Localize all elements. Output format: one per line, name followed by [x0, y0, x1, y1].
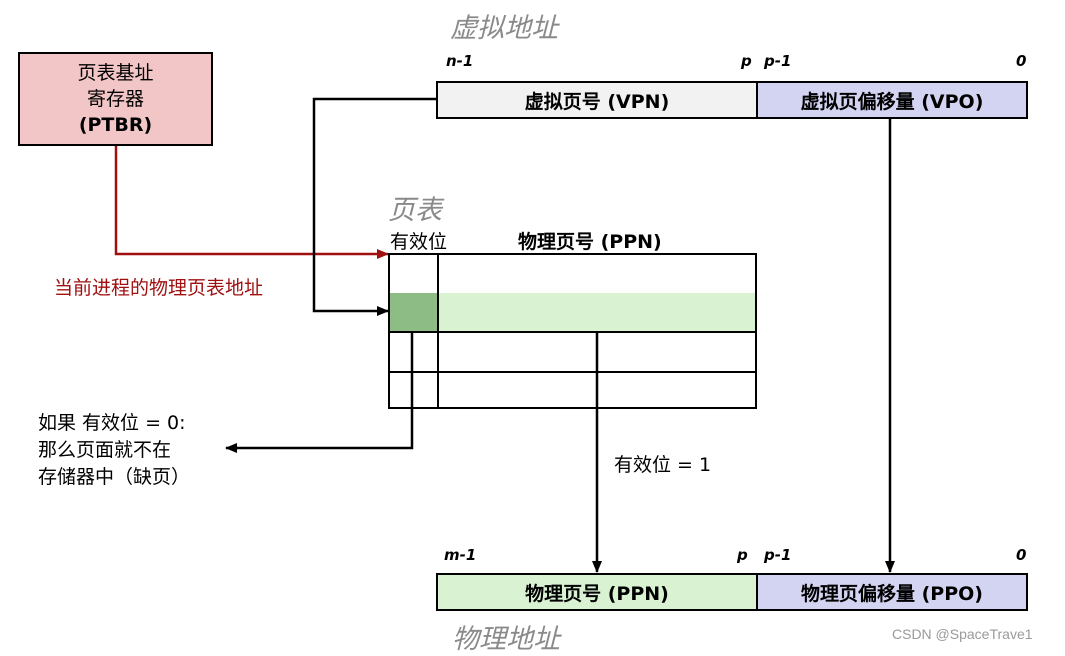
page-table-row-3 — [390, 333, 755, 373]
page-fault-line-3: 存储器中（缺页） — [38, 466, 191, 488]
valid-bit-cell — [390, 255, 439, 293]
current-page-table-address-label: 当前进程的物理页表地址 — [54, 277, 264, 299]
physical-address-heading: 物理地址 — [452, 624, 560, 655]
virtual-address-heading: 虚拟地址 — [450, 13, 558, 44]
valid-one-label: 有效位 = 1 — [614, 454, 712, 476]
page-table-heading: 页表 — [388, 195, 442, 226]
page-table-row-4 — [390, 371, 755, 407]
vpo-label: 虚拟页偏移量 (VPO) — [800, 90, 984, 113]
ppn-box: 物理页号 (PPN) — [436, 573, 758, 611]
page-fault-note: 如果 有效位 = 0: 那么页面就不在 存储器中（缺页） — [38, 410, 190, 491]
vpn-label: 虚拟页号 (VPN) — [524, 90, 670, 113]
valid-bit-cell-active — [390, 293, 439, 331]
ptbr-line-2: 寄存器 — [86, 88, 144, 110]
page-fault-line-1: 如果 有效位 = 0: — [38, 412, 186, 434]
ptbr-box: 页表基址 寄存器 (PTBR) — [18, 52, 213, 146]
ppn-header: 物理页号 (PPN) — [518, 231, 662, 253]
valid-bit-cell — [390, 371, 439, 407]
pa-bit-label-zero: 0 — [1016, 546, 1027, 564]
page-table-row-1 — [390, 255, 755, 295]
ppo-label: 物理页偏移量 (PPO) — [801, 582, 983, 605]
ptbr-arrow — [114, 146, 389, 259]
va-bit-label-p-minus-1: p-1 — [764, 52, 792, 70]
va-bit-label-zero: 0 — [1016, 52, 1027, 70]
vpn-index-arrow — [312, 97, 437, 316]
pa-bit-label-p-minus-1: p-1 — [764, 546, 792, 564]
valid-bit-cell — [390, 333, 439, 371]
pa-bit-label-p: p — [737, 546, 748, 564]
ptbr-line-3: (PTBR) — [78, 114, 153, 136]
ppn-label: 物理页号 (PPN) — [525, 582, 669, 605]
va-bit-label-p: p — [741, 52, 752, 70]
page-table-row-2 — [390, 293, 755, 333]
vpn-box: 虚拟页号 (VPN) — [436, 81, 758, 119]
valid-bit-header: 有效位 — [390, 231, 448, 253]
watermark: CSDN @SpaceTrave1 — [892, 626, 1033, 642]
pa-bit-label-high: m-1 — [444, 546, 477, 564]
va-bit-label-high: n-1 — [446, 52, 474, 70]
ppo-box: 物理页偏移量 (PPO) — [756, 573, 1028, 611]
vpo-box: 虚拟页偏移量 (VPO) — [756, 81, 1028, 119]
page-table — [388, 253, 757, 409]
page-fault-line-2: 那么页面就不在 — [38, 439, 172, 461]
valid-zero-arrow — [225, 311, 414, 453]
ptbr-line-1: 页表基址 — [77, 62, 154, 84]
